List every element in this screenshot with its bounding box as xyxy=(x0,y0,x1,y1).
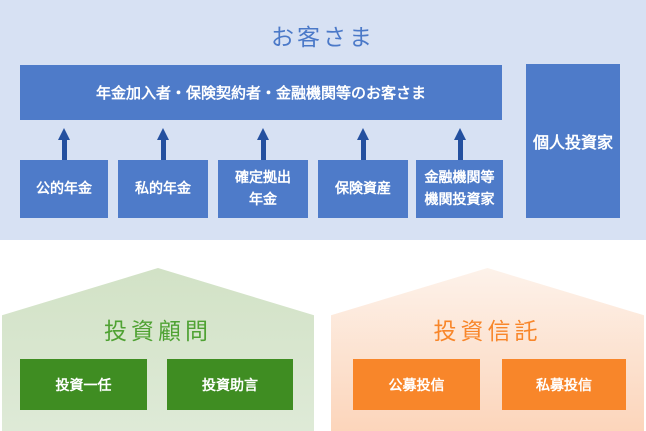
arrow-head xyxy=(357,128,369,140)
arrow-head xyxy=(58,128,70,140)
arrow-shaft xyxy=(260,140,266,160)
advisory-box-label: 投資助言 xyxy=(202,376,258,393)
advisory-box-advice: 投資助言 xyxy=(167,359,293,410)
source-box-label: 保険資産 xyxy=(335,180,391,197)
individual-investor-box: 個人投資家 xyxy=(526,64,620,218)
source-box-insurance-assets: 保険資産 xyxy=(318,160,408,218)
trust-box-label: 公募投信 xyxy=(388,376,445,393)
up-arrow xyxy=(157,128,169,160)
up-arrow xyxy=(357,128,369,160)
source-box-defined-contribution: 確定拠出 年金 xyxy=(218,160,308,218)
customer-panel: お客さま 年金加入者・保険契約者・金融機関等のお客さま 公的年金 私 xyxy=(0,0,646,240)
individual-investor-label: 個人投資家 xyxy=(532,135,613,152)
arrow-head xyxy=(157,128,169,140)
trust-title: 投資信託 xyxy=(433,318,542,344)
trust-box-label: 私募投信 xyxy=(536,376,592,393)
source-box-label: 公的年金 xyxy=(36,180,92,197)
arrow-shaft xyxy=(360,140,366,160)
advisory-title: 投資顧問 xyxy=(104,318,212,344)
customer-main-bar-label: 年金加入者・保険契約者・金融機関等のお客さま xyxy=(95,85,426,102)
arrow-shaft xyxy=(160,140,166,160)
source-box-private-pension: 私的年金 xyxy=(118,160,208,218)
source-box-public-pension: 公的年金 xyxy=(20,160,108,218)
trust-box-public-offering: 公募投信 xyxy=(353,359,480,410)
trust-box-private-placement: 私募投信 xyxy=(502,359,626,410)
up-arrow xyxy=(58,128,70,160)
advisory-box-label: 投資一任 xyxy=(55,376,112,393)
advisory-house: 投資顧問 投資一任 投資助言 xyxy=(2,268,314,431)
arrow-shaft xyxy=(457,140,463,160)
source-box-label: 私的年金 xyxy=(135,180,191,197)
advisory-box-discretionary: 投資一任 xyxy=(20,359,147,410)
trust-house: 投資信託 公募投信 私募投信 xyxy=(331,268,644,431)
up-arrow xyxy=(257,128,269,160)
source-box-label: 確定拠出 年金 xyxy=(235,169,291,207)
customer-main-bar: 年金加入者・保険契約者・金融機関等のお客さま xyxy=(20,65,502,120)
up-arrow xyxy=(454,128,466,160)
source-box-label: 金融機関等 機関投資家 xyxy=(424,169,495,207)
customer-section-title: お客さま xyxy=(271,24,375,50)
source-box-institutional-investors: 金融機関等 機関投資家 xyxy=(416,160,503,218)
arrow-shaft xyxy=(61,140,67,160)
arrow-head xyxy=(257,128,269,140)
arrow-head xyxy=(454,128,466,140)
